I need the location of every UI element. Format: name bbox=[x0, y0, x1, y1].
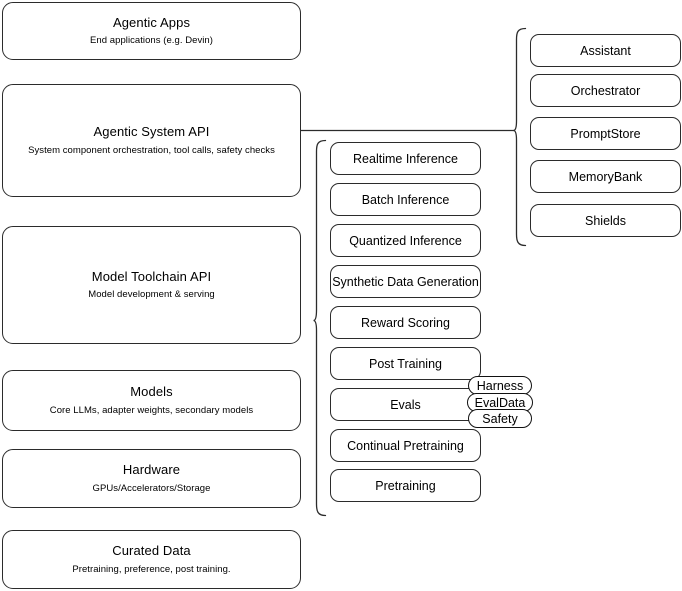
capability-synthetic-data-generation[interactable]: Synthetic Data Generation bbox=[330, 265, 481, 298]
capability-label: Pretraining bbox=[375, 478, 436, 493]
system-component-label: Orchestrator bbox=[570, 83, 641, 98]
capability-label: Continual Pretraining bbox=[347, 438, 464, 453]
layer-curated-data[interactable]: Curated Data Pretraining, preference, po… bbox=[2, 530, 301, 589]
layer-subtitle: Model development & serving bbox=[88, 289, 215, 301]
system-component-assistant[interactable]: Assistant bbox=[530, 34, 681, 67]
layer-title: Model Toolchain API bbox=[91, 268, 212, 284]
layer-hardware[interactable]: Hardware GPUs/Accelerators/Storage bbox=[2, 449, 301, 508]
layer-subtitle: End applications (e.g. Devin) bbox=[90, 35, 213, 47]
capability-label: Reward Scoring bbox=[361, 315, 450, 330]
brace-system-components bbox=[513, 27, 527, 247]
system-component-promptstore[interactable]: PromptStore bbox=[530, 117, 681, 150]
layer-agentic-apps[interactable]: Agentic Apps End applications (e.g. Devi… bbox=[2, 2, 301, 60]
layer-subtitle: Pretraining, preference, post training. bbox=[72, 563, 231, 575]
capability-label: Realtime Inference bbox=[353, 151, 458, 166]
layer-title: Agentic System API bbox=[93, 124, 210, 140]
layer-title: Hardware bbox=[122, 462, 181, 478]
eval-badge-safety[interactable]: Safety bbox=[468, 409, 532, 428]
system-component-label: PromptStore bbox=[570, 126, 641, 141]
capability-quantized-inference[interactable]: Quantized Inference bbox=[330, 224, 481, 257]
capability-pretraining[interactable]: Pretraining bbox=[330, 469, 481, 502]
eval-badge-label: Safety bbox=[482, 411, 518, 426]
capability-label: Quantized Inference bbox=[349, 233, 462, 248]
eval-badge-label: Harness bbox=[476, 378, 524, 393]
system-component-label: Assistant bbox=[580, 43, 631, 58]
layer-subtitle: Core LLMs, adapter weights, secondary mo… bbox=[49, 404, 254, 416]
layer-models[interactable]: Models Core LLMs, adapter weights, secon… bbox=[2, 370, 301, 431]
capability-reward-scoring[interactable]: Reward Scoring bbox=[330, 306, 481, 339]
layer-title: Agentic Apps bbox=[112, 14, 191, 30]
capability-batch-inference[interactable]: Batch Inference bbox=[330, 183, 481, 216]
capability-realtime-inference[interactable]: Realtime Inference bbox=[330, 142, 481, 175]
system-component-label: Shields bbox=[585, 213, 626, 228]
system-component-memorybank[interactable]: MemoryBank bbox=[530, 160, 681, 193]
capability-post-training[interactable]: Post Training bbox=[330, 347, 481, 380]
layer-agentic-system-api[interactable]: Agentic System API System component orch… bbox=[2, 84, 301, 197]
system-component-orchestrator[interactable]: Orchestrator bbox=[530, 74, 681, 107]
capability-continual-pretraining[interactable]: Continual Pretraining bbox=[330, 429, 481, 462]
capability-label: Evals bbox=[390, 397, 421, 412]
capability-label: Synthetic Data Generation bbox=[332, 274, 479, 289]
system-component-shields[interactable]: Shields bbox=[530, 204, 681, 237]
eval-badge-label: EvalData bbox=[474, 395, 526, 410]
layer-subtitle: System component orchestration, tool cal… bbox=[28, 144, 275, 156]
capability-evals[interactable]: Evals bbox=[330, 388, 481, 421]
capability-label: Post Training bbox=[369, 356, 442, 371]
layer-subtitle: GPUs/Accelerators/Storage bbox=[92, 482, 211, 494]
system-component-label: MemoryBank bbox=[568, 169, 643, 184]
layer-model-toolchain-api[interactable]: Model Toolchain API Model development & … bbox=[2, 226, 301, 344]
capability-label: Batch Inference bbox=[361, 192, 450, 207]
brace-toolchain-capabilities bbox=[313, 139, 327, 517]
layer-title: Models bbox=[130, 384, 173, 400]
layer-title: Curated Data bbox=[112, 543, 191, 559]
